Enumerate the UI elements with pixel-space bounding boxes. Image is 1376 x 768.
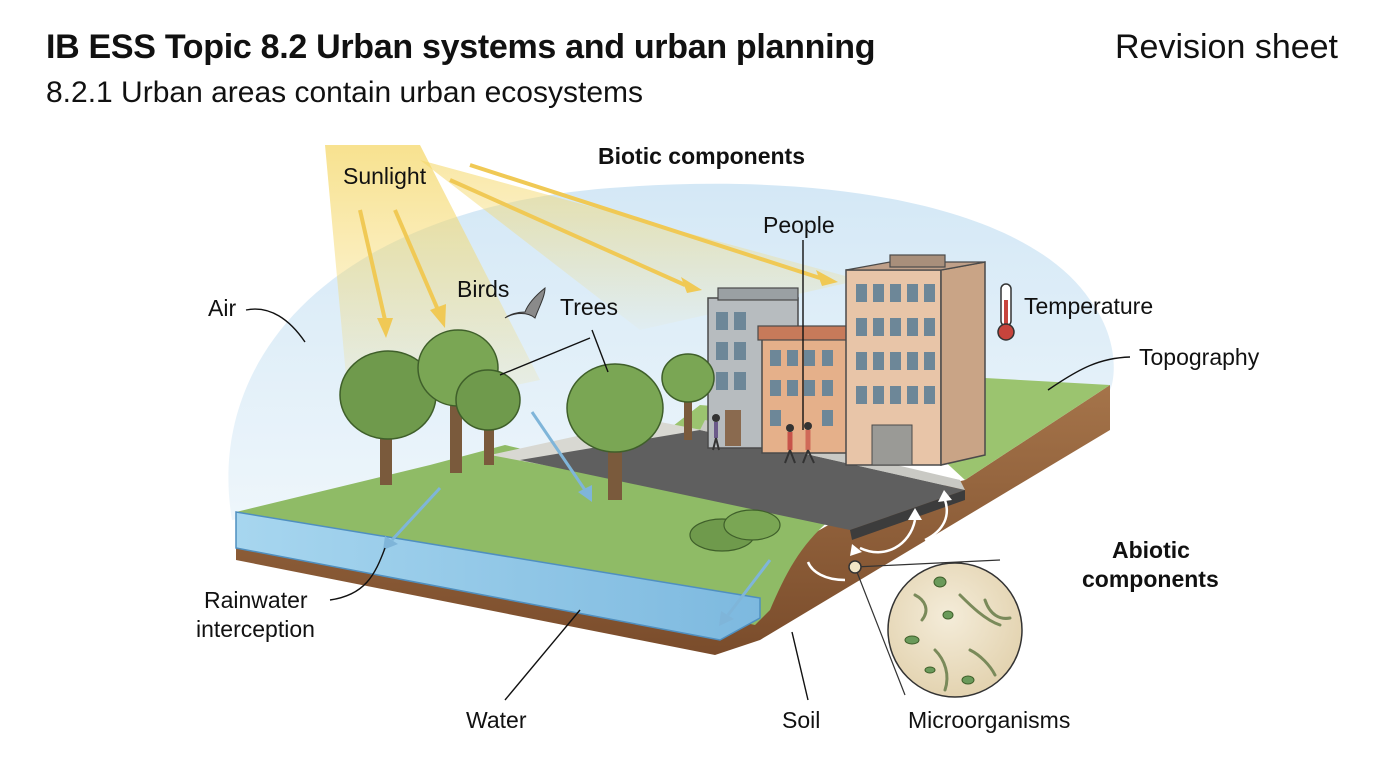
tree-right <box>661 353 715 440</box>
road <box>520 430 965 530</box>
label-trees: Trees <box>560 294 618 320</box>
microorganism-icon <box>848 559 1023 698</box>
page-title: IB ESS Topic 8.2 Urban systems and urban… <box>46 28 876 66</box>
label-soil: Soil <box>782 707 820 733</box>
building-tall <box>845 254 986 466</box>
rainwater-arrows <box>390 411 772 616</box>
label-rainwater-line1: Rainwater <box>204 587 308 613</box>
water-layer <box>235 511 761 641</box>
abiotic-heading-line2: components <box>1082 566 1219 592</box>
bird-icon <box>504 286 546 319</box>
label-air: Air <box>208 295 236 321</box>
label-microorganisms: Microorganisms <box>908 707 1070 733</box>
leader-lines <box>245 240 1131 701</box>
tree-middle <box>566 363 664 500</box>
biotic-components-heading: Biotic components <box>598 143 805 169</box>
label-sunlight: Sunlight <box>343 163 427 189</box>
revision-sheet-badge: Revision sheet <box>1114 28 1338 66</box>
label-people: People <box>763 212 835 238</box>
label-rainwater-line2: interception <box>196 616 315 642</box>
nutrient-cycle-arrows <box>806 499 949 582</box>
label-birds: Birds <box>457 276 509 302</box>
label-water: Water <box>466 707 527 733</box>
thermometer-icon <box>997 283 1015 341</box>
page-subtitle: 8.2.1 Urban areas contain urban ecosyste… <box>46 76 643 109</box>
building-orange <box>757 325 853 454</box>
tree-group-left <box>339 329 521 485</box>
abiotic-heading-line1: Abiotic <box>1112 537 1190 563</box>
label-topography: Topography <box>1139 344 1260 370</box>
people-figures <box>712 414 815 464</box>
bushes <box>689 509 781 552</box>
label-temperature: Temperature <box>1024 293 1153 319</box>
